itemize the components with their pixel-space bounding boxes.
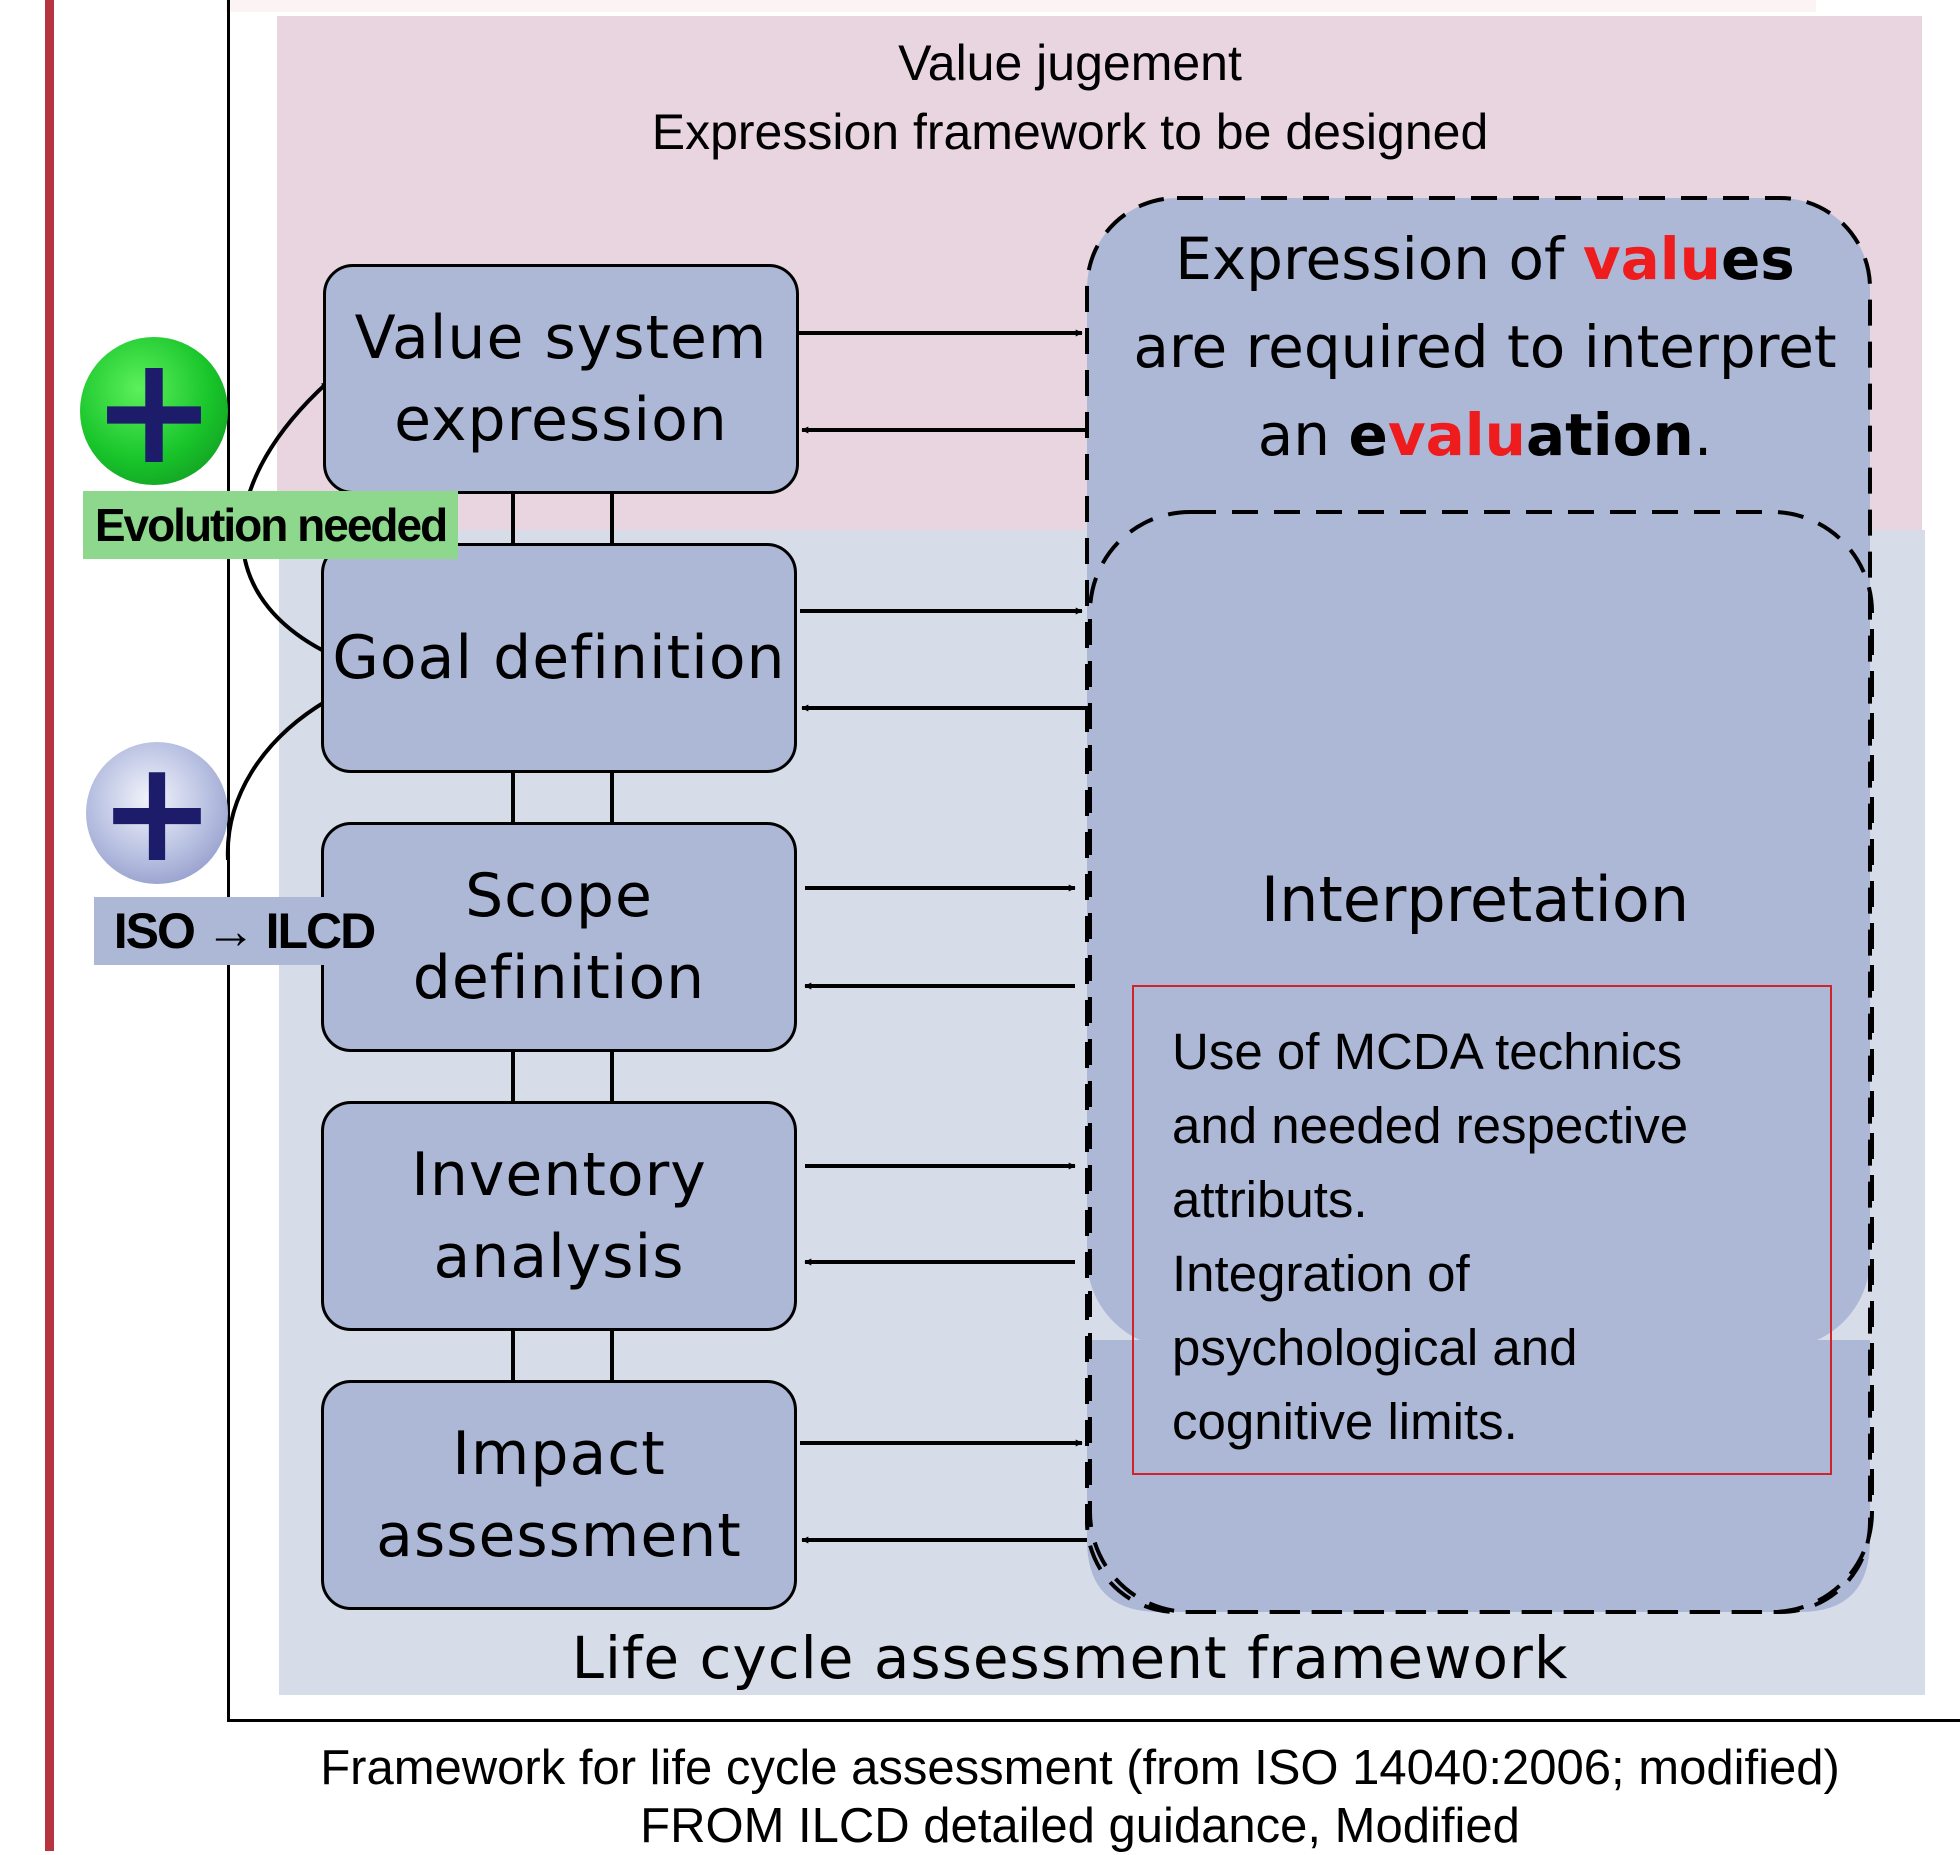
goal-definition-box: Goal definition bbox=[321, 543, 797, 773]
mcda-note-line: attributs. bbox=[1172, 1171, 1368, 1228]
box-label: Goal definition bbox=[332, 623, 786, 693]
interpretation-container bbox=[1085, 196, 1874, 1614]
box-label: Impact assessment bbox=[376, 1419, 742, 1571]
zone-title: Value jugement bbox=[898, 35, 1242, 91]
box-label: Value system expression bbox=[354, 303, 768, 455]
note-text: Expression of bbox=[1175, 225, 1583, 293]
note-bold: es bbox=[1720, 225, 1795, 293]
values-required-note: Expression of values are required to int… bbox=[1075, 215, 1895, 479]
top-strip bbox=[226, 0, 1816, 12]
note-bold: e bbox=[1348, 401, 1388, 469]
mcda-note-line: and needed respective bbox=[1172, 1097, 1689, 1154]
left-margin-bar bbox=[45, 0, 54, 1851]
note-highlight: valu bbox=[1582, 225, 1721, 293]
inventory-analysis-box: Inventory analysis bbox=[321, 1101, 797, 1331]
figure-caption: Framework for life cycle assessment (fro… bbox=[320, 1741, 1840, 1795]
impact-assessment-box: Impact assessment bbox=[321, 1380, 797, 1610]
mcda-note-box: Use of MCDA technics and needed respecti… bbox=[1132, 985, 1832, 1475]
plus-icon: + bbox=[80, 336, 228, 486]
mcda-note-line: cognitive limits. bbox=[1172, 1393, 1518, 1450]
note-bold: ation bbox=[1525, 401, 1694, 469]
plus-icon: + bbox=[86, 742, 228, 884]
box-label: Inventory analysis bbox=[411, 1140, 707, 1292]
iso-ilcd-tag: ISO → ILCD bbox=[94, 897, 394, 965]
note-text: . bbox=[1693, 401, 1713, 469]
mcda-note-line: Integration of bbox=[1172, 1245, 1470, 1302]
note-text: an bbox=[1257, 401, 1349, 469]
interpretation-title: Interpretation bbox=[1260, 863, 1690, 936]
value-system-expression-box: Value system expression bbox=[323, 264, 799, 494]
figure-caption-source: FROM ILCD detailed guidance, Modified bbox=[640, 1799, 1520, 1853]
mcda-note-line: psychological and bbox=[1172, 1319, 1578, 1376]
zone-subtitle: Expression framework to be designed bbox=[651, 104, 1489, 160]
box-label: Scope definition bbox=[412, 861, 706, 1013]
note-text: are required to interpret bbox=[1133, 313, 1837, 381]
note-highlight: valu bbox=[1387, 401, 1526, 469]
lca-framework-label: Life cycle assessment framework bbox=[571, 1624, 1569, 1692]
scope-definition-box: Scope definition bbox=[321, 822, 797, 1052]
mcda-note-line: Use of MCDA technics bbox=[1172, 1023, 1683, 1080]
figure-frame bbox=[227, 0, 1960, 1722]
evolution-needed-tag: Evolution needed bbox=[83, 491, 458, 559]
